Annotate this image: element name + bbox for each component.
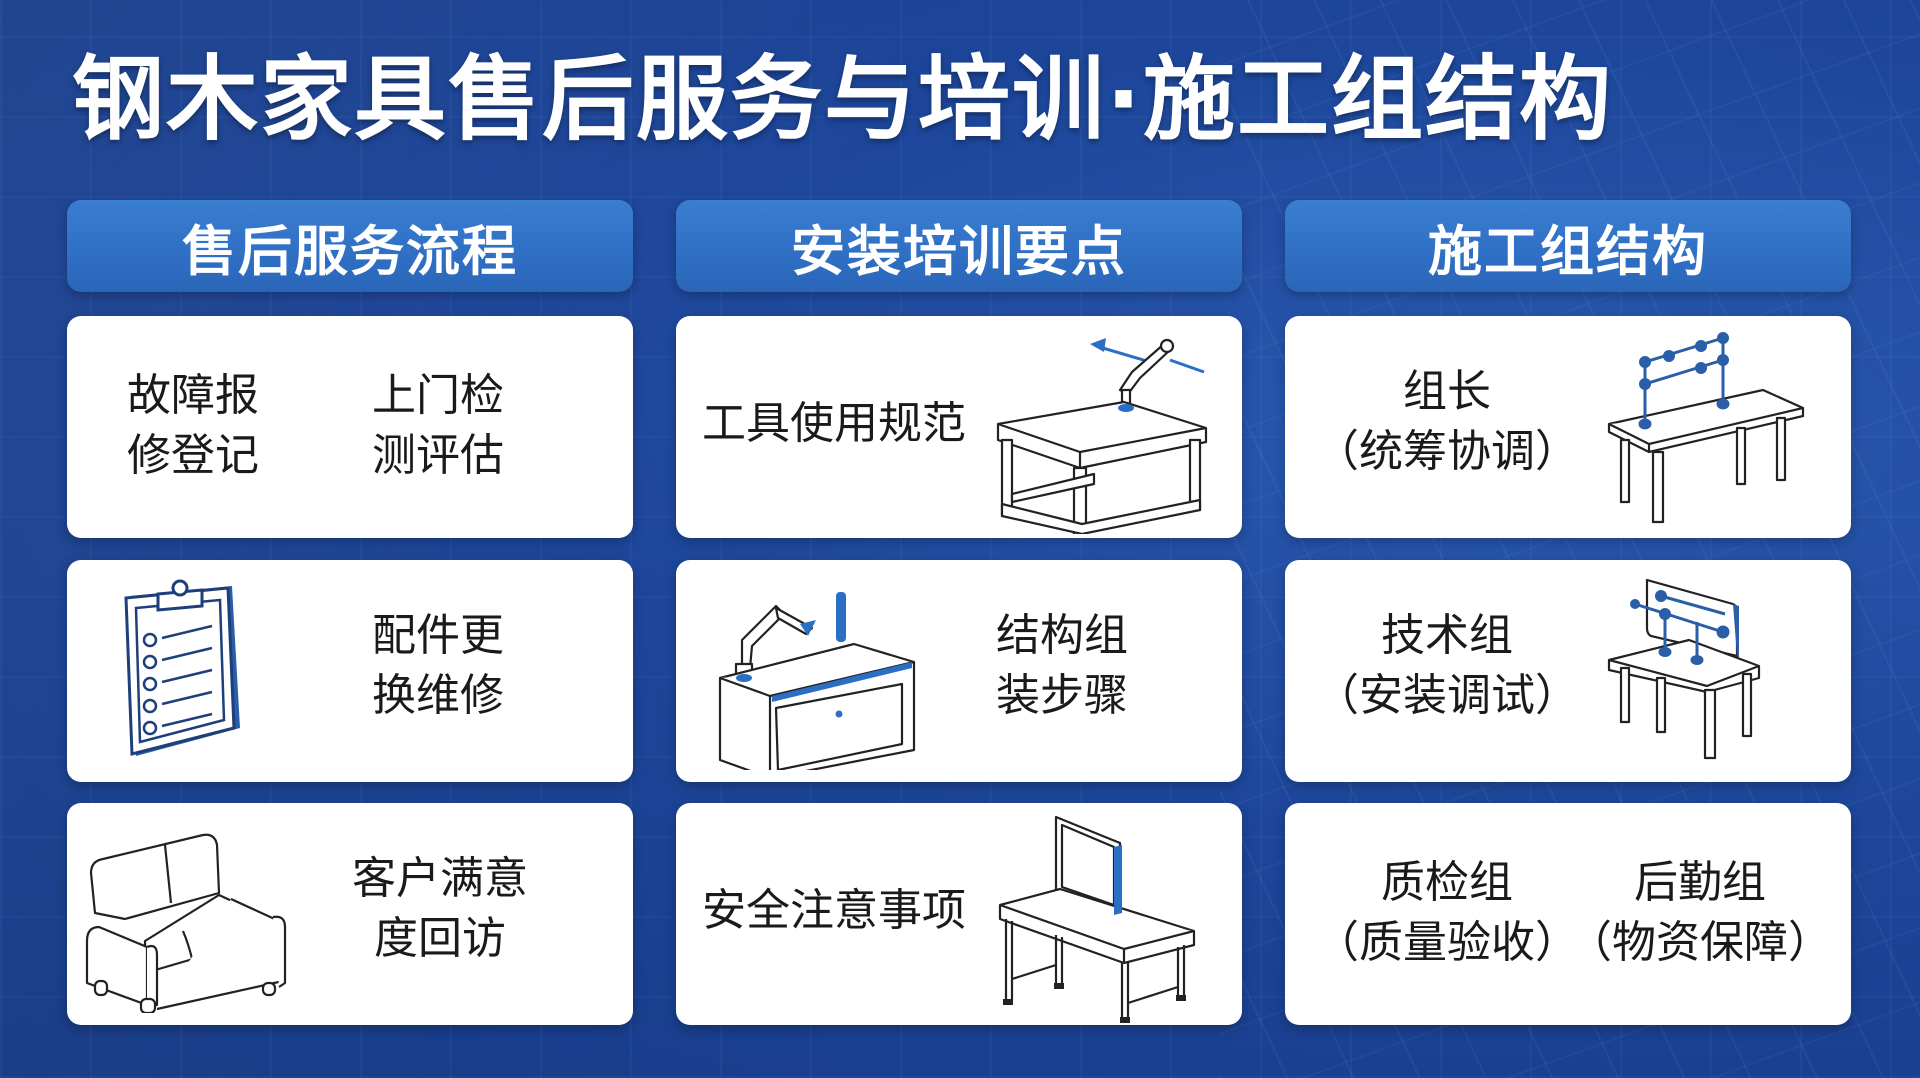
card-team-leader: 组长 （统筹协调） xyxy=(1285,316,1851,538)
card-tool-usage: 工具使用规范 xyxy=(676,316,1242,538)
card-customer-follow-up: 客户满意 度回访 xyxy=(67,803,633,1025)
sofa-icon xyxy=(85,823,315,1013)
column-installation-training: 安装培训要点 工具使用规范 xyxy=(676,200,1242,1025)
card-safety-notes: 安全注意事项 xyxy=(676,803,1242,1025)
card-text: 故障报 修登记 xyxy=(127,370,259,481)
table-with-rail-frame-icon xyxy=(1607,328,1807,528)
column-header: 施工组结构 xyxy=(1285,200,1851,292)
card-text: 技术组 （安装调试） xyxy=(1315,610,1579,721)
page-title: 钢木家具售后服务与培训·施工组结构 xyxy=(72,46,1613,153)
card-text: 质检组 （质量验收） xyxy=(1315,857,1579,968)
column-header: 安装培训要点 xyxy=(676,200,1242,292)
cabinet-assembly-icon xyxy=(716,580,916,770)
card-text: 配件更 换维修 xyxy=(372,610,504,721)
column-construction-team-structure: 施工组结构 组长 （统筹协调） xyxy=(1285,200,1851,1025)
card-text: 结构组 装步骤 xyxy=(996,610,1128,721)
card-text: 安全注意事项 xyxy=(702,885,966,936)
card-text: 客户满意 度回访 xyxy=(352,853,528,964)
desk-with-monitor-icon xyxy=(998,813,1198,1023)
table-frame-with-tool-arm-icon xyxy=(994,324,1224,534)
card-qc-and-logistics: 质检组 （质量验收） 后勤组 （物资保障） xyxy=(1285,803,1851,1025)
column-after-sales-process: 售后服务流程 故障报 修登记 上门检 测评估 xyxy=(67,200,633,1025)
clipboard-checklist-icon xyxy=(122,578,252,768)
card-parts-replacement: 配件更 换维修 xyxy=(67,560,633,782)
card-text: 后勤组 （物资保障） xyxy=(1568,857,1832,968)
card-text: 工具使用规范 xyxy=(702,398,966,449)
table-with-panel-icon xyxy=(1607,574,1807,774)
card-fault-report: 故障报 修登记 上门检 测评估 xyxy=(67,316,633,538)
card-technical-team: 技术组 （安装调试） xyxy=(1285,560,1851,782)
card-text: 组长 （统筹协调） xyxy=(1315,366,1579,477)
column-header: 售后服务流程 xyxy=(67,200,633,292)
card-assembly-steps: 结构组 装步骤 xyxy=(676,560,1242,782)
card-text: 上门检 测评估 xyxy=(372,370,504,481)
